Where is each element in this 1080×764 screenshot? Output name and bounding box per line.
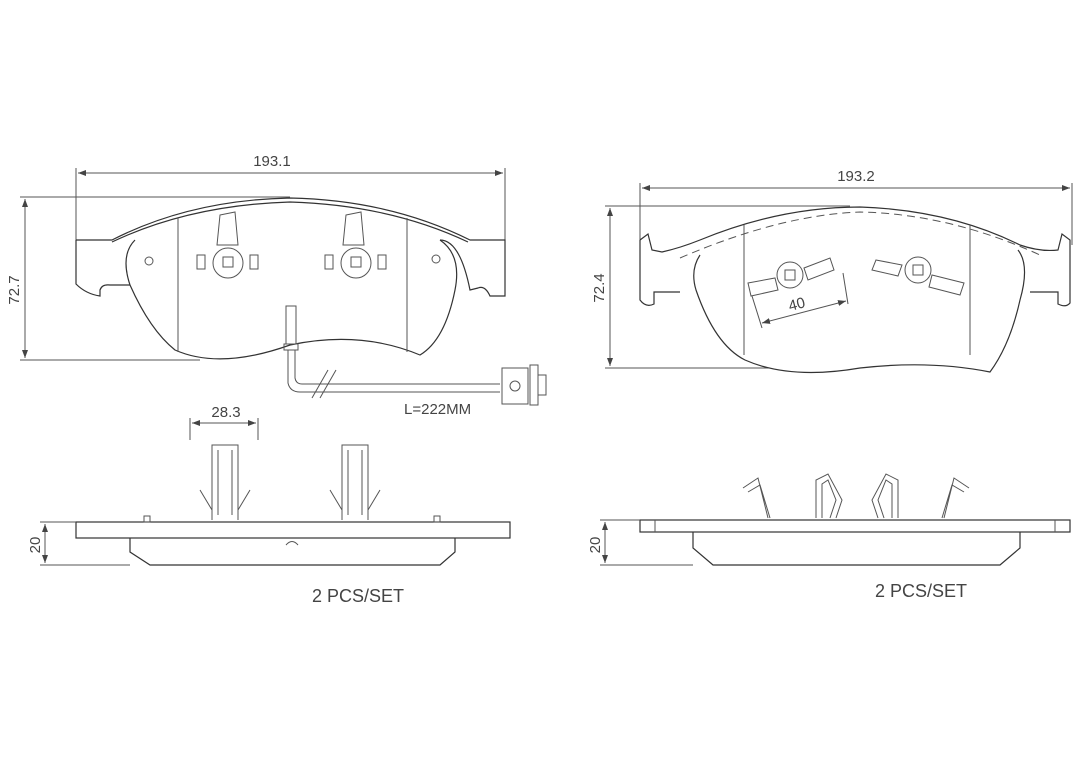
thickness-dimension: 20	[587, 537, 604, 554]
right-pad-front-view: 193.2 72.4 40	[591, 168, 1073, 374]
wear-sensor	[283, 305, 547, 406]
left-clip-1	[196, 211, 259, 279]
right-clip-1	[747, 257, 835, 297]
clip-dimension: 28.3	[211, 404, 240, 421]
left-pad-side-view: 28.3 20 2 PCS/SET	[27, 404, 511, 606]
width-dimension: 193.1	[253, 153, 291, 170]
height-dimension: 72.4	[591, 273, 608, 302]
quantity-label: 2 PCS/SET	[312, 586, 404, 606]
width-dimension: 193.2	[837, 168, 875, 185]
thickness-dimension: 20	[27, 537, 44, 554]
wire-length-label: L=222MM	[404, 401, 471, 418]
right-clip-2	[871, 256, 965, 296]
left-pad-front-view: 193.1 72.7	[6, 153, 547, 418]
clip-spacing-dimension: 40	[787, 294, 808, 315]
height-dimension: 72.7	[6, 275, 23, 304]
right-pad-side-view: 20 2 PCS/SET	[587, 473, 1071, 601]
quantity-label: 2 PCS/SET	[875, 581, 967, 601]
left-clip-2	[324, 211, 387, 279]
